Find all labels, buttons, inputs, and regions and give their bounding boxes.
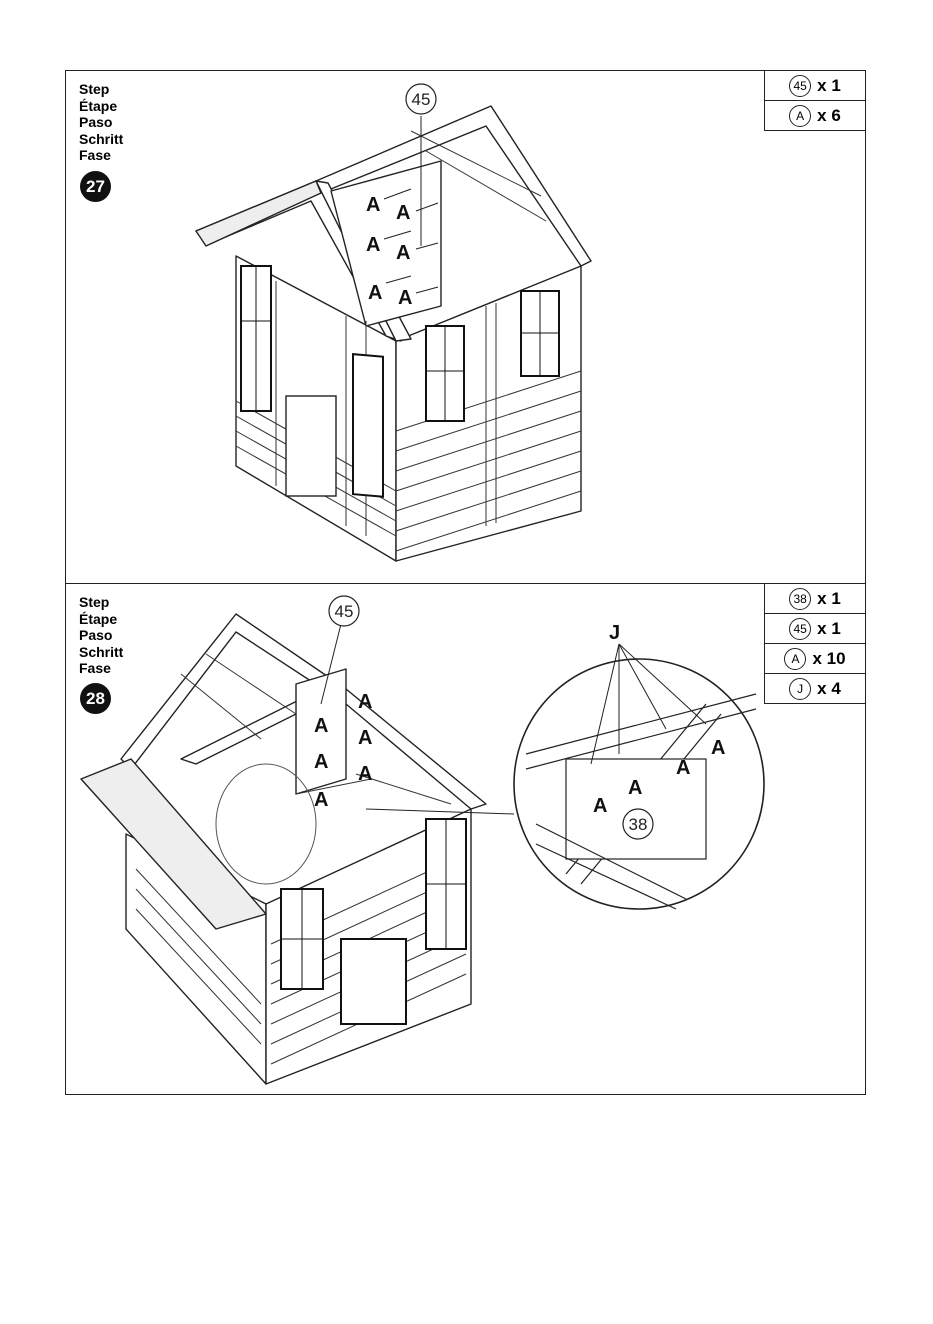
screw-label: A (358, 763, 372, 785)
step-28-detail-callout: 38 (629, 815, 648, 834)
step-number-badge: 27 (80, 171, 111, 202)
step-word: Paso (79, 114, 123, 131)
screw-label: A (366, 194, 380, 216)
part-row: 38 x 1 (765, 588, 865, 610)
parts-list: 38 x 1 45 x 1 A x 10 J x 4 (764, 583, 866, 704)
parts-list: 45 x 1 A x 6 (764, 70, 866, 131)
step-word: Étape (79, 611, 123, 628)
part-quantity: x 1 (817, 589, 841, 609)
bracket-label: J (609, 622, 620, 644)
part-quantity: x 1 (817, 619, 841, 639)
step-word: Step (79, 81, 123, 98)
screw-label: A (711, 737, 725, 759)
step-27-panel: 45 A A A A A A Step Étape Paso Schritt F… (65, 70, 866, 584)
part-id-circle: A (784, 648, 806, 670)
part-quantity: x 1 (817, 76, 841, 96)
screw-label: A (358, 691, 372, 713)
screw-label: A (398, 287, 412, 309)
part-row: J x 4 (765, 678, 865, 700)
step-28-panel: 38 J 45 A A A A A A A A A A Step Étape P… (65, 583, 866, 1095)
step-28-part-callout: 45 (335, 602, 354, 621)
part-row: A x 10 (765, 648, 865, 670)
step-word: Schritt (79, 131, 123, 148)
step-number-badge: 28 (80, 683, 111, 714)
part-id-circle: A (789, 105, 811, 127)
step-word: Fase (79, 147, 123, 164)
screw-label: A (314, 789, 328, 811)
screw-label: A (593, 795, 607, 817)
part-id-circle: 45 (789, 75, 811, 97)
step-27-part-callout: 45 (412, 90, 431, 109)
step-word: Schritt (79, 644, 123, 661)
part-quantity: x 4 (817, 679, 841, 699)
part-id-circle: 45 (789, 618, 811, 640)
screw-label: A (628, 777, 642, 799)
screw-label: A (396, 202, 410, 224)
part-row: A x 6 (765, 105, 865, 127)
step-28-diagram: 38 J 45 A A A A A A A A A A (66, 584, 866, 1095)
step-label: Step Étape Paso Schritt Fase (79, 81, 123, 164)
screw-label: A (396, 242, 410, 264)
screw-label: A (676, 757, 690, 779)
step-word: Step (79, 594, 123, 611)
step-word: Paso (79, 627, 123, 644)
step-word: Fase (79, 660, 123, 677)
step-label: Step Étape Paso Schritt Fase (79, 594, 123, 677)
step-27-diagram: 45 A A A A A A (66, 71, 866, 584)
screw-label: A (368, 282, 382, 304)
screw-label: A (358, 727, 372, 749)
part-quantity: x 10 (812, 649, 845, 669)
screw-label: A (366, 234, 380, 256)
screw-label: A (314, 715, 328, 737)
part-row: 45 x 1 (765, 75, 865, 97)
screw-label: A (314, 751, 328, 773)
part-row: 45 x 1 (765, 618, 865, 640)
part-quantity: x 6 (817, 106, 841, 126)
part-id-circle: J (789, 678, 811, 700)
step-word: Étape (79, 98, 123, 115)
part-id-circle: 38 (789, 588, 811, 610)
